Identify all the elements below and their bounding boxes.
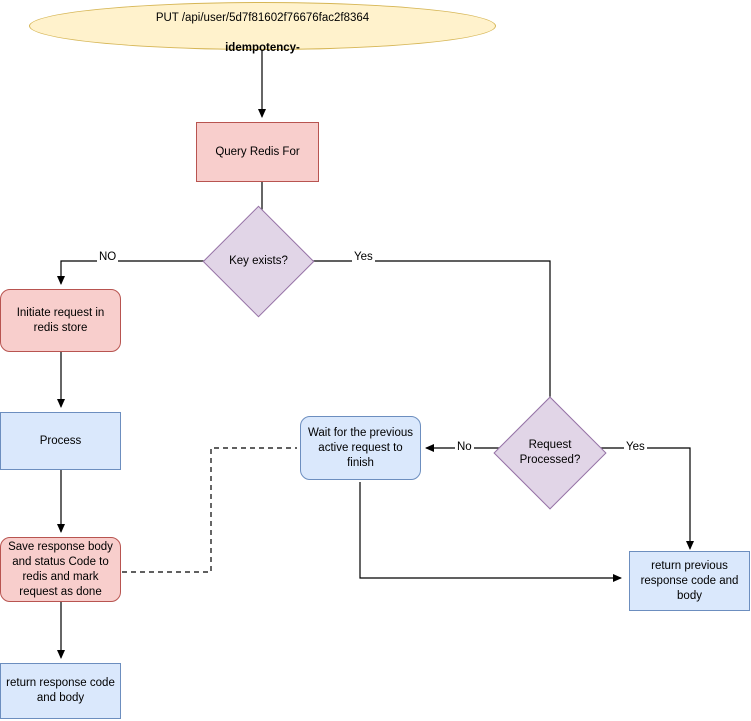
node-return-previous[interactable]: return previous response code and body <box>629 551 750 611</box>
node-return-previous-label: return previous response code and body <box>640 559 739 602</box>
edge-label-request-processed-yes: Yes <box>624 441 647 454</box>
node-initiate-request-label: Initiate request in redis store <box>16 306 105 334</box>
edge-label-key-exists-yes: Yes <box>352 251 375 264</box>
edge-label-key-exists-no: NO <box>97 251 119 264</box>
node-start-request-label: PUT /api/user/5d7f81602f76676fac2f8364 i… <box>30 0 495 56</box>
edge-label-request-processed-no: No <box>455 441 474 454</box>
edge-wait-to-returnprevious <box>359 482 622 582</box>
node-key-exists-label: Key exists? <box>229 255 288 267</box>
edge-requestprocessed-yes-to-returnprevious <box>592 447 694 550</box>
node-return-response[interactable]: return response code and body <box>0 663 121 719</box>
node-key-exists[interactable]: Key exists? <box>202 205 315 318</box>
edge-keyexists-yes-to-requestprocessed <box>302 260 554 409</box>
node-request-processed-label: Request Processed? <box>519 439 581 466</box>
node-request-processed[interactable]: Request Processed? <box>493 396 607 510</box>
node-wait-previous-label: Wait for the previous active request to … <box>307 426 414 469</box>
start-line-1: PUT /api/user/5d7f81602f76676fac2f8364 <box>155 12 370 24</box>
edge-save-to-wait-dashed <box>122 447 297 573</box>
node-save-response[interactable]: Save response body and status Code to re… <box>0 537 121 602</box>
node-query-redis-label: Query Redis For <box>215 145 300 158</box>
node-start-request[interactable]: PUT /api/user/5d7f81602f76676fac2f8364 i… <box>29 2 496 54</box>
node-query-redis[interactable]: Query Redis For <box>196 122 319 182</box>
node-process[interactable]: Process <box>0 412 121 470</box>
node-return-response-label: return response code and body <box>6 677 115 704</box>
node-save-response-label: Save response body and status Code to re… <box>8 540 113 598</box>
start-line-2: idempotency- <box>225 42 300 54</box>
node-process-label: Process <box>39 434 82 447</box>
node-wait-previous[interactable]: Wait for the previous active request to … <box>300 416 421 480</box>
edge-keyexists-no-to-initiate <box>57 260 222 285</box>
node-initiate-request[interactable]: Initiate request in redis store <box>0 289 121 352</box>
